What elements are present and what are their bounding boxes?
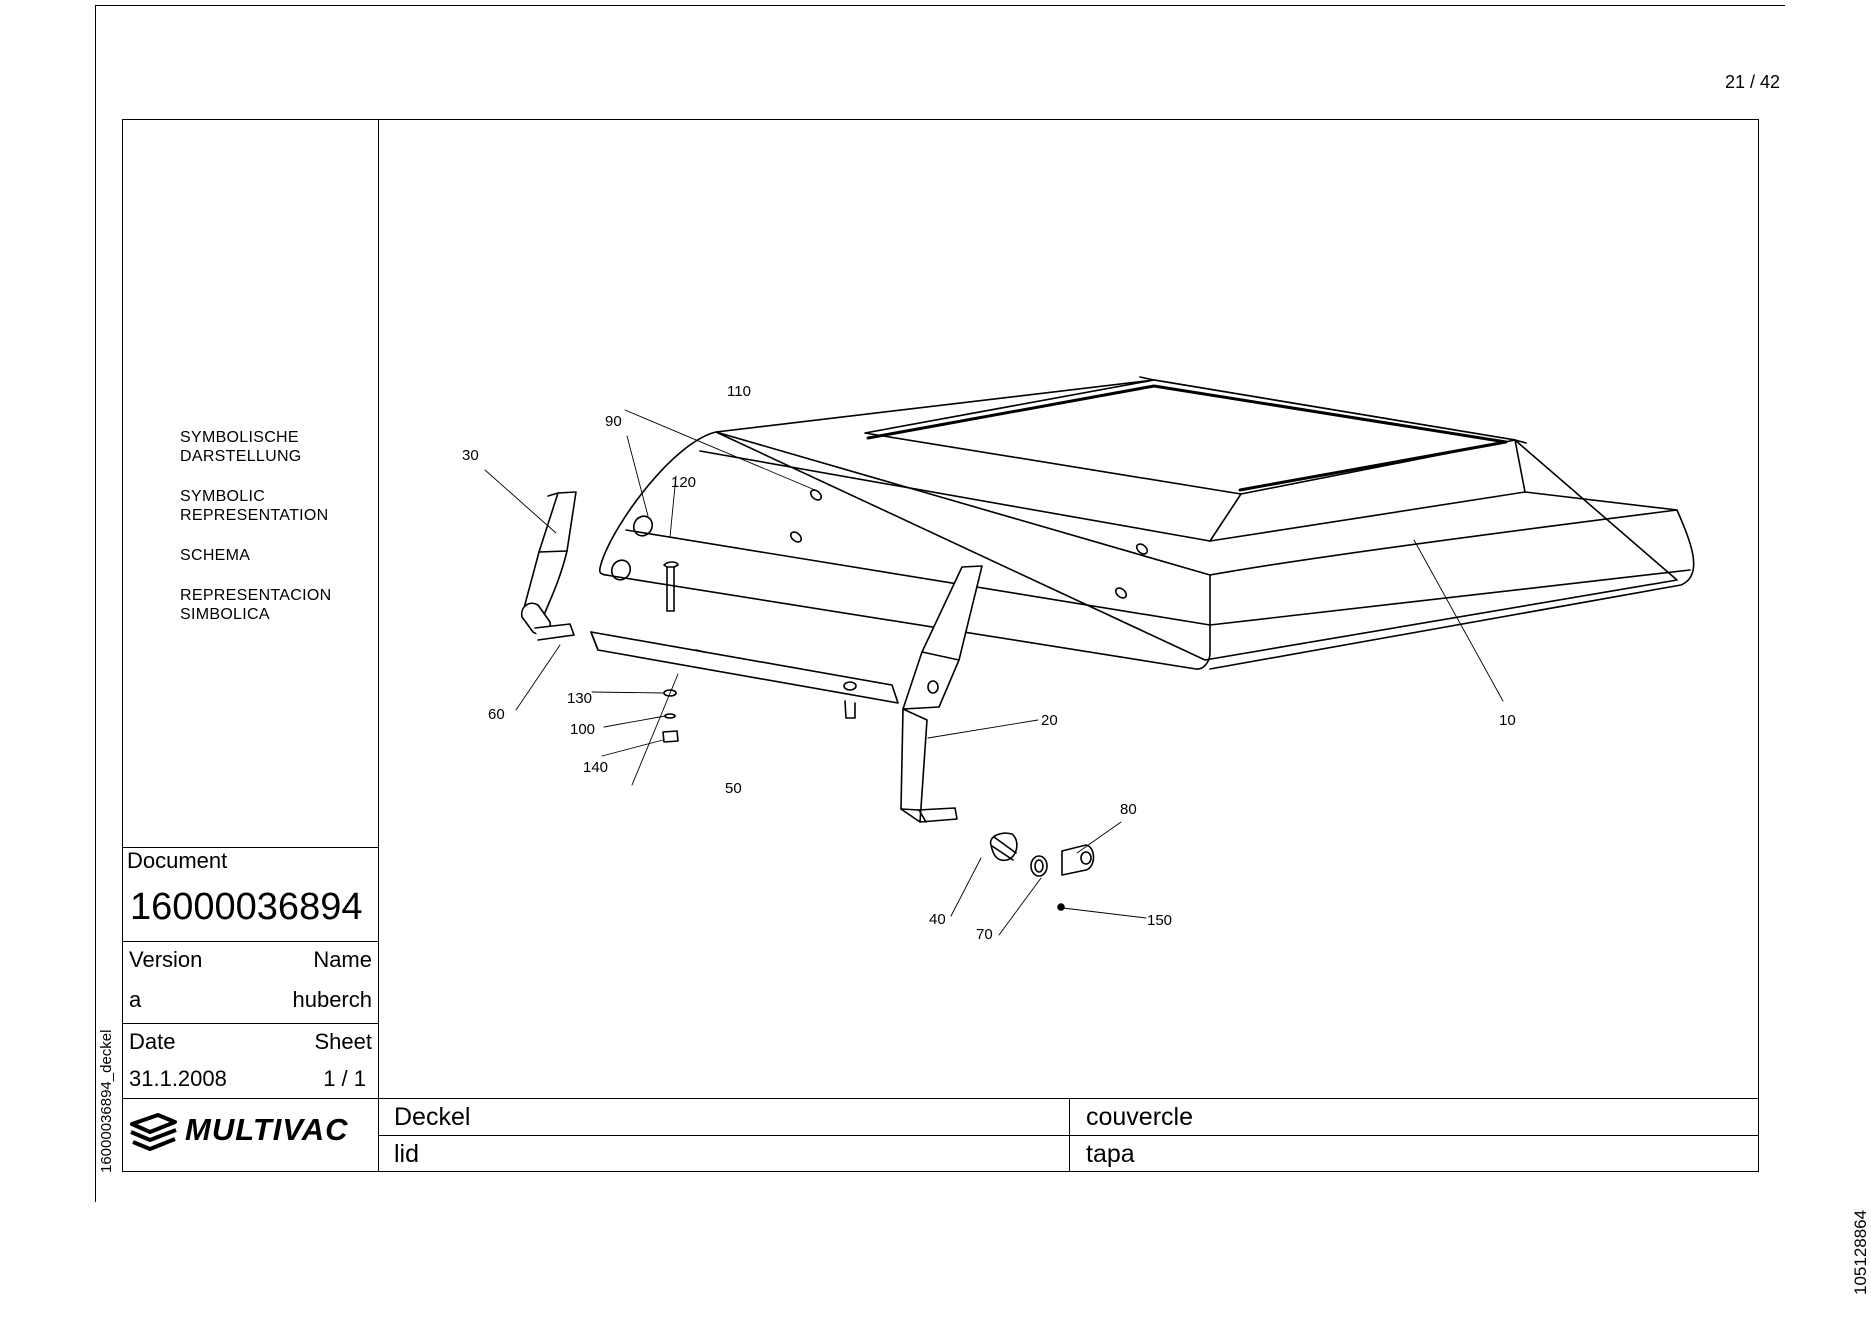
arm-part-20 [900, 565, 983, 823]
version-label: Version [129, 947, 203, 972]
callout-140: 140 [583, 759, 608, 776]
title-de: Deckel [394, 1103, 471, 1131]
callout-120: 120 [671, 474, 696, 491]
callout-60: 60 [488, 706, 505, 723]
left-column-divider [378, 119, 379, 1172]
symbolic-es: REPRESENTACION SIMBOLICA [180, 587, 332, 623]
name-value: huberch [292, 987, 372, 1012]
title-es: tapa [1086, 1140, 1135, 1168]
brand-wordmark: MULTIVAC [185, 1112, 349, 1147]
sheet-label: Sheet [314, 1029, 373, 1054]
title-block-top-line [122, 847, 378, 848]
callout-40: 40 [929, 911, 946, 928]
version-value: a [129, 987, 142, 1012]
symbolic-en: SYMBOLIC REPRESENTATION [180, 488, 329, 524]
callout-10: 10 [1499, 712, 1516, 729]
lid-part-10 [598, 376, 1695, 670]
date-label: Date [129, 1029, 176, 1054]
small-parts [610, 515, 1095, 911]
title-row-middle-line [378, 1135, 1759, 1136]
page-frame-top [95, 5, 1785, 6]
document-number: 16000036894 [130, 886, 363, 928]
exploded-view-drawing: 10 20 30 40 50 60 70 80 90 100 110 120 1… [462, 376, 1695, 943]
callout-90: 90 [605, 413, 622, 430]
side-code: 105128864 [1851, 1209, 1870, 1295]
callout-80: 80 [1120, 801, 1137, 818]
callout-100: 100 [570, 721, 595, 738]
callout-20: 20 [1041, 712, 1058, 729]
file-reference: 16000036894_deckel [98, 1029, 115, 1173]
page-frame-left [95, 5, 96, 1202]
callout-110: 110 [727, 383, 751, 400]
title-en: lid [394, 1140, 420, 1168]
bar-part-50 [590, 631, 899, 719]
callout-150: 150 [1147, 912, 1172, 929]
title-block-line-version [122, 941, 378, 942]
document-label: Document [127, 848, 228, 873]
arm-part-30 [520, 491, 577, 641]
drawing-frame [122, 119, 1759, 1172]
symbolic-fr: SCHEMA [180, 547, 251, 564]
title-row-top-line [122, 1098, 1759, 1099]
page-number: 21 / 42 [1724, 72, 1780, 92]
date-value: 31.1.2008 [129, 1066, 227, 1091]
multivac-logo-icon [130, 1113, 177, 1151]
callout-30: 30 [462, 447, 479, 464]
symbolic-representation-notes: SYMBOLISCHE DARSTELLUNG SYMBOLIC REPRESE… [180, 428, 331, 645]
title-block-line-date [122, 1023, 378, 1024]
leader-lines [484, 409, 1504, 936]
sheet-value: 1 / 1 [323, 1066, 366, 1091]
callout-130: 130 [567, 690, 592, 707]
title-fr: couvercle [1086, 1103, 1193, 1131]
callout-labels: 10 20 30 40 50 60 70 80 90 100 110 120 1… [462, 383, 1516, 943]
callout-70: 70 [976, 926, 993, 943]
callout-50: 50 [725, 780, 742, 797]
symbolic-de: SYMBOLISCHE DARSTELLUNG [180, 429, 302, 465]
name-label: Name [313, 947, 372, 972]
